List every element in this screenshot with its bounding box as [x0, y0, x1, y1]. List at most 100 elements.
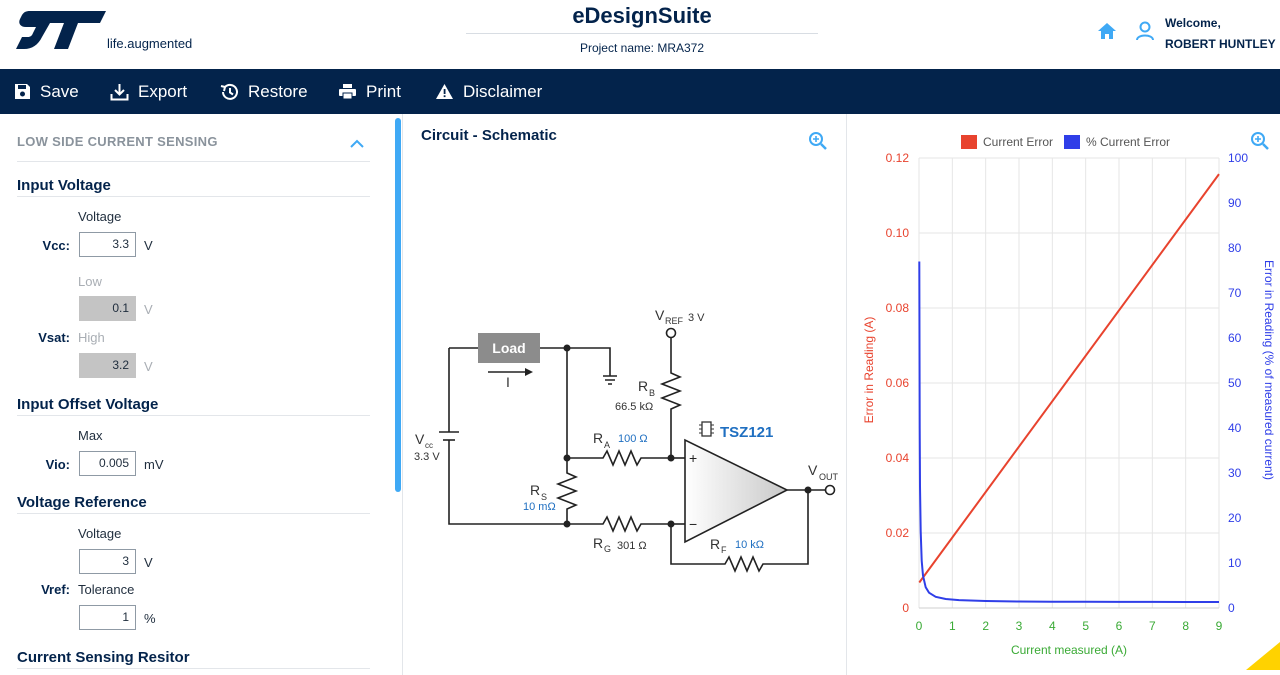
tolerance-input[interactable]: 1: [79, 605, 136, 630]
y2-tick-label: 60: [1228, 331, 1242, 345]
vio-col-label: Max: [78, 428, 103, 443]
project-name: Project name: MRA372: [579, 41, 705, 55]
x-tick-label: 2: [982, 619, 989, 633]
logo-tagline: life.augmented: [107, 36, 193, 51]
rb-symbol: R: [638, 378, 648, 394]
disclaimer-button[interactable]: Disclaimer: [435, 69, 542, 114]
x-tick-label: 1: [949, 619, 956, 633]
print-icon: [339, 84, 356, 100]
rf-symbol: R: [710, 536, 720, 552]
section-header[interactable]: LOW SIDE CURRENT SENSING: [17, 134, 370, 162]
rs-symbol: R: [530, 482, 540, 498]
vout-sub: OUT: [819, 472, 839, 482]
restore-icon: [220, 83, 238, 100]
vref-symbol: V: [655, 307, 665, 323]
y-tick-label: 0.10: [886, 226, 910, 240]
panel-scrollbar[interactable]: [395, 118, 401, 492]
vsat-low-input: 0.1: [79, 296, 136, 321]
rf-sub: F: [721, 545, 727, 555]
current-label: I: [506, 374, 510, 390]
y-tick-label: 0.08: [886, 301, 910, 315]
print-label: Print: [366, 81, 401, 101]
ra-value: 100 Ω: [618, 433, 648, 445]
home-icon[interactable]: [1097, 22, 1117, 45]
print-button[interactable]: Print: [338, 69, 401, 114]
vref-value: 3 V: [688, 312, 705, 324]
restore-label: Restore: [248, 81, 308, 101]
chart-series: [918, 173, 1220, 603]
chip-icon: [699, 421, 714, 437]
rg-symbol: R: [593, 535, 603, 551]
tolerance-label: Tolerance: [78, 582, 135, 597]
vref-col-label: Voltage: [78, 526, 122, 541]
vsat-label: Vsat:: [38, 330, 70, 345]
user-name[interactable]: ROBERT HUNTLEY: [1165, 37, 1276, 51]
vref-heading: Voltage Reference: [17, 494, 370, 514]
opamp-name[interactable]: TSZ121: [720, 424, 773, 441]
plus-sign: +: [689, 450, 697, 466]
y2-tick-label: 30: [1228, 466, 1242, 480]
vsat-high-unit: V: [144, 359, 153, 374]
vref-voltage-unit: V: [144, 555, 153, 570]
panel-divider-2: [846, 114, 847, 675]
rg-value: 301 Ω: [617, 540, 647, 552]
x-tick-label: 9: [1216, 619, 1223, 633]
app-title: eDesignSuite: [572, 3, 712, 28]
y2-tick-label: 100: [1228, 151, 1248, 165]
vcc-sub: cc: [425, 441, 433, 450]
y-tick-label: 0: [902, 601, 909, 615]
panel-divider: [402, 114, 403, 675]
title-divider: [466, 33, 818, 34]
section-title: LOW SIDE CURRENT SENSING: [17, 134, 218, 149]
zoom-in-icon[interactable]: [808, 131, 828, 156]
app-header: life.augmented eDesignSuite Project name…: [0, 0, 1280, 69]
vref-label: Vref:: [41, 582, 70, 597]
y2-tick-label: 90: [1228, 196, 1242, 210]
chevron-up-icon[interactable]: [350, 136, 364, 151]
st-logo[interactable]: [16, 9, 108, 56]
x-tick-label: 0: [916, 619, 923, 633]
vref-voltage-input[interactable]: 3: [79, 549, 136, 574]
y-tick-label: 0.06: [886, 376, 910, 390]
y2-tick-label: 40: [1228, 421, 1242, 435]
series-line-percent-error: [918, 261, 1219, 603]
vsat-high-input: 3.2: [79, 353, 136, 378]
disclaimer-label: Disclaimer: [463, 81, 543, 101]
vcc-value: 3.3 V: [414, 451, 440, 463]
legend-label-current-error[interactable]: Current Error: [983, 135, 1053, 149]
vio-unit: mV: [144, 457, 164, 472]
x-tick-label: 4: [1049, 619, 1056, 633]
vout-symbol: V: [808, 462, 818, 478]
vio-input[interactable]: 0.005: [79, 451, 136, 476]
x-axis-label: Current measured (A): [1011, 643, 1127, 657]
input-voltage-heading: Input Voltage: [17, 177, 370, 197]
ra-symbol: R: [593, 430, 603, 446]
y2-axis-label: Error in Reading (% of measured current): [1262, 260, 1276, 480]
legend-label-percent-error[interactable]: % Current Error: [1086, 135, 1170, 149]
corner-badge[interactable]: [1246, 642, 1280, 675]
user-icon[interactable]: [1136, 21, 1154, 46]
load-box: [478, 333, 540, 363]
sensing-heading: Current Sensing Resitor: [17, 649, 370, 669]
export-label: Export: [138, 81, 188, 101]
save-button[interactable]: Save: [14, 69, 79, 114]
y2-tick-label: 10: [1228, 556, 1242, 570]
chart-zoom-in-icon[interactable]: [1250, 131, 1270, 156]
offset-heading: Input Offset Voltage: [17, 396, 370, 416]
vsat-high-label: High: [78, 330, 105, 345]
rb-sub: B: [649, 388, 655, 398]
vcc-input[interactable]: 3.3: [79, 232, 136, 257]
export-button[interactable]: Export: [110, 69, 187, 114]
vsat-low-label: Low: [78, 274, 102, 289]
vcc-unit: V: [144, 238, 153, 253]
y2-tick-label: 80: [1228, 241, 1242, 255]
x-tick-label: 7: [1149, 619, 1156, 633]
restore-button[interactable]: Restore: [220, 69, 308, 114]
y2-tick-label: 20: [1228, 511, 1242, 525]
legend-swatch-percent-error: [1064, 135, 1080, 149]
warning-icon: [436, 84, 453, 99]
y-axis-label: Error in Reading (A): [862, 317, 876, 424]
rf-value: 10 kΩ: [735, 539, 764, 551]
